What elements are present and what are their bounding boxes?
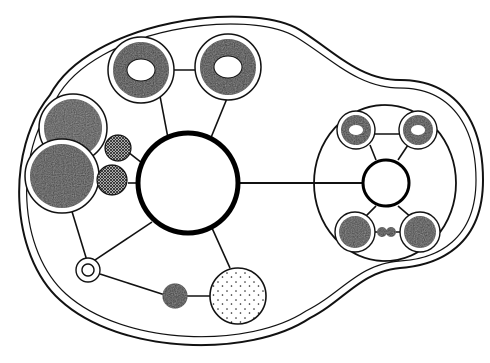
right-top-left-satellite-node — [337, 111, 375, 149]
central-hub-node — [138, 133, 238, 233]
left-small-mesh-node-upper — [105, 135, 131, 161]
left-small-mesh-node-lower — [97, 165, 127, 195]
right-top-right-satellite-node — [399, 111, 437, 149]
bottom-dotted-node — [210, 268, 266, 324]
top-left-satellite-node — [108, 37, 174, 103]
bottom-solid-dark-node — [163, 284, 187, 308]
right-bottom-right-satellite-node — [400, 212, 440, 252]
right-subsystem-hub-node — [363, 160, 409, 206]
top-right-satellite-node — [195, 34, 261, 100]
right-knotted-bridge — [375, 227, 400, 237]
left-lower-large-node — [25, 139, 99, 213]
bottom-double-ring-node — [76, 258, 100, 282]
right-bottom-left-satellite-node — [335, 212, 375, 252]
